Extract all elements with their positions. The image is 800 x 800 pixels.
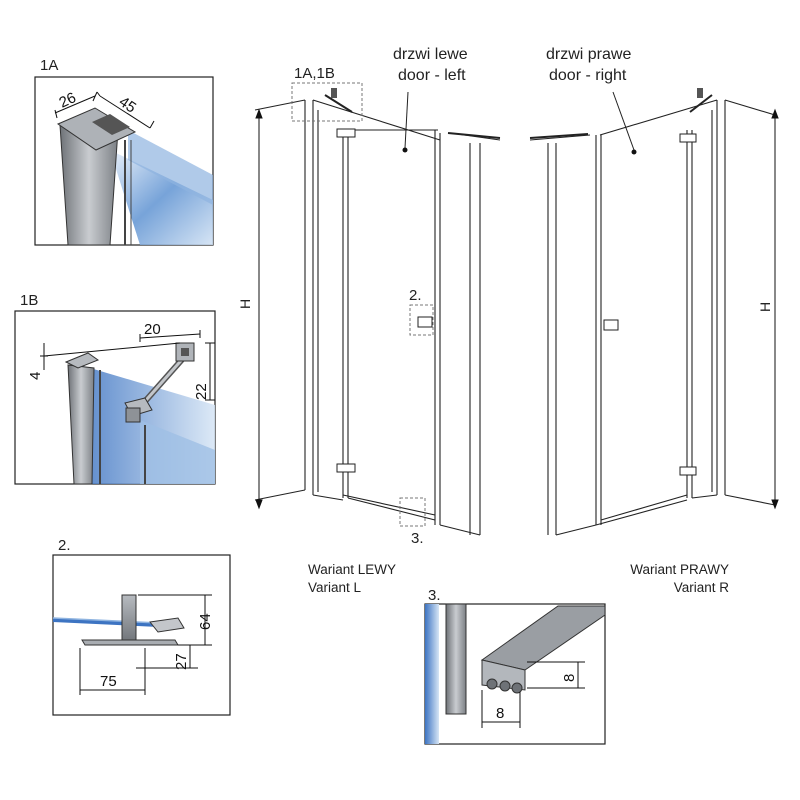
variant-left-drawing [254,99,501,536]
variant-left-caption-pl: Wariant LEWY [308,562,396,577]
detail-1a-illustration [56,107,213,246]
detail-2-frame [52,554,231,716]
variant-left-caption-en: Variant L [308,580,362,595]
variant-right-hardware [529,88,713,476]
detail-1b-dimensions [40,330,215,401]
detail-2-dim-length: 75 [100,673,117,690]
variant-right-height-dimension [771,108,779,510]
door-left-label-en: door - left [398,67,466,84]
callout-box-handle [409,304,434,336]
detail-3: 3. 8 8 [424,587,606,745]
detail-1b-dim-drop: 22 [193,383,210,400]
variant-right-drawing [529,99,776,536]
door-right-label-en: door - right [549,67,627,84]
detail-1b: 1B 20 4 22 [14,292,216,485]
detail-1a-dim-depth: 45 [116,93,139,116]
detail-3-illustration [425,603,606,744]
detail-3-dim-height: 8 [561,674,578,682]
detail-1a-dimensions [54,91,155,129]
door-left-label-pl: drzwi lewe [393,46,468,63]
variant-right-caption-en: Variant R [674,580,730,595]
detail-2-dimensions [79,594,212,695]
callout-box-top [291,82,363,122]
door-left-pointer [404,91,409,149]
detail-1b-illustration [64,342,215,485]
callout-box-bottom [399,497,426,527]
callout-bottom-label: 3. [411,530,424,547]
detail-2-dim-base: 27 [173,653,190,670]
detail-3-title: 3. [428,587,441,604]
detail-2-dim-height: 64 [197,613,214,630]
detail-2-illustration [52,594,185,646]
door-right-pointer [612,91,635,151]
detail-1b-dim-gap: 4 [27,372,44,380]
callout-top-label: 1A,1B [294,65,335,82]
callout-handle-label: 2. [409,287,422,304]
detail-1b-dim-offset: 20 [144,321,161,338]
variant-right-caption-pl: Wariant PRAWY [630,562,729,577]
detail-1a-title: 1A [40,57,58,74]
detail-1a-dim-width: 26 [57,89,79,111]
detail-2-title: 2. [58,537,71,554]
height-label-right: H [757,302,773,312]
detail-1a: 1A 26 45 [34,57,214,246]
variant-left-callouts [291,82,434,527]
height-label-left: H [237,299,253,309]
detail-3-dimensions [481,661,585,728]
variant-left-hardware [324,88,501,473]
variant-left-height-dimension [255,108,263,510]
door-right-label-pl: drzwi prawe [546,46,631,63]
detail-2: 2. 64 27 75 [52,537,231,716]
detail-1b-title: 1B [20,292,38,309]
detail-3-dim-width: 8 [496,705,504,722]
